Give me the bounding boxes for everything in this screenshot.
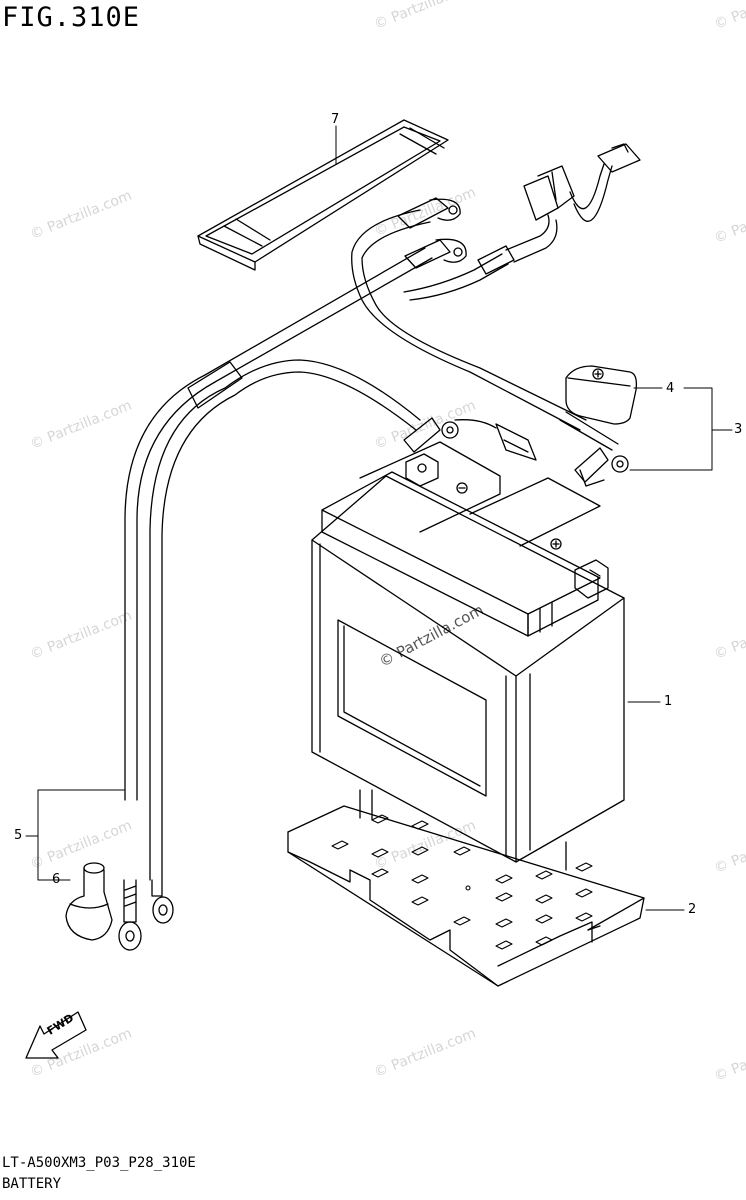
leader-lines bbox=[25, 125, 733, 911]
terminal-cover bbox=[565, 365, 638, 425]
fwd-arrow bbox=[25, 1011, 87, 1059]
figure-title: FIG.310E bbox=[2, 2, 141, 33]
callout-7: 7 bbox=[331, 112, 340, 127]
battery-harness bbox=[118, 197, 629, 951]
battery bbox=[311, 441, 625, 863]
callout-6: 6 bbox=[52, 872, 61, 887]
callout-4: 4 bbox=[666, 381, 675, 396]
battery-strap bbox=[197, 119, 449, 271]
callout-1: 1 bbox=[664, 694, 673, 709]
fuse-holder bbox=[403, 143, 641, 301]
battery-tray bbox=[287, 789, 645, 987]
callout-5: 5 bbox=[14, 828, 23, 843]
diagram-code: LT-A500XM3_P03_P28_310E bbox=[2, 1155, 196, 1171]
callout-2: 2 bbox=[688, 902, 697, 917]
diagram-name: BATTERY bbox=[2, 1176, 62, 1192]
callout-3: 3 bbox=[734, 422, 743, 437]
tray-slots bbox=[331, 814, 593, 950]
terminal-boot bbox=[65, 862, 113, 941]
